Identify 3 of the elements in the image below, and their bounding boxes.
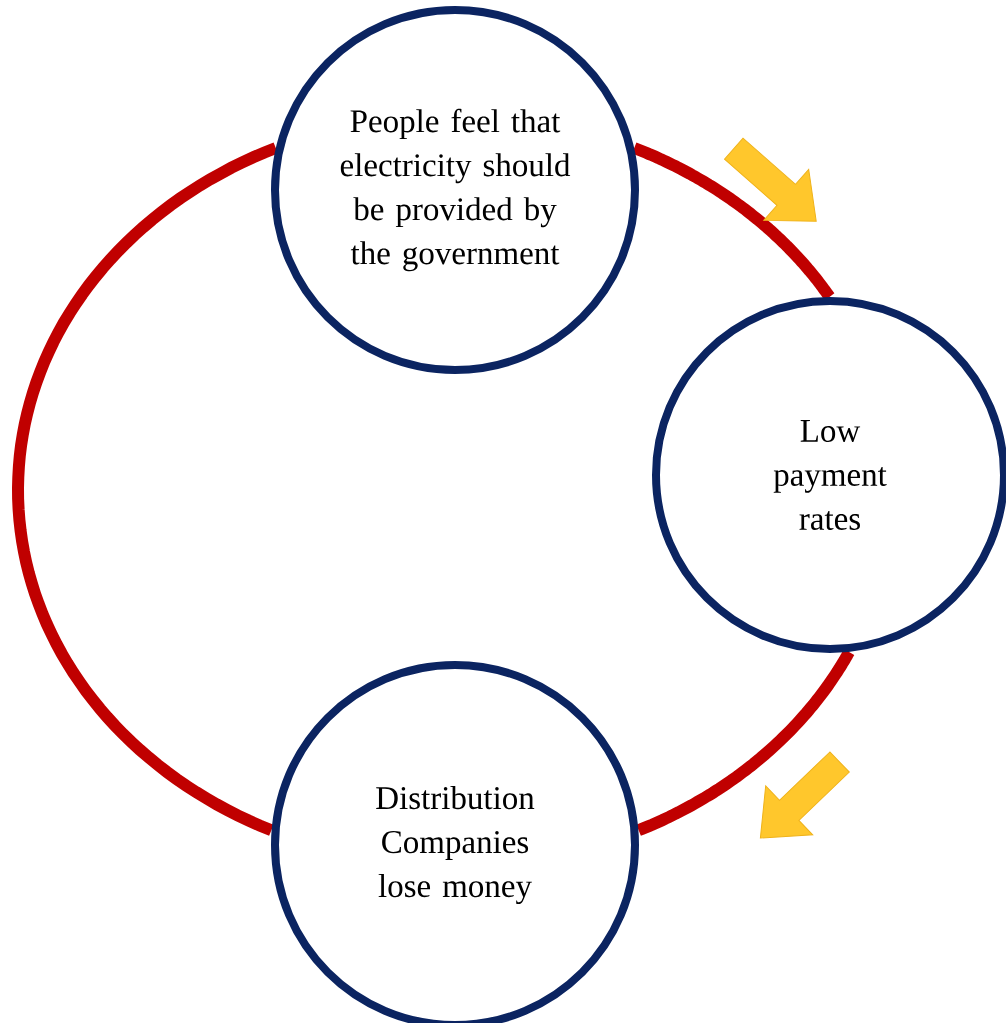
ring-segment bbox=[636, 649, 855, 836]
ring-segment bbox=[12, 142, 279, 836]
circle-node: People feel that electricity should be provided by the government bbox=[271, 6, 639, 374]
